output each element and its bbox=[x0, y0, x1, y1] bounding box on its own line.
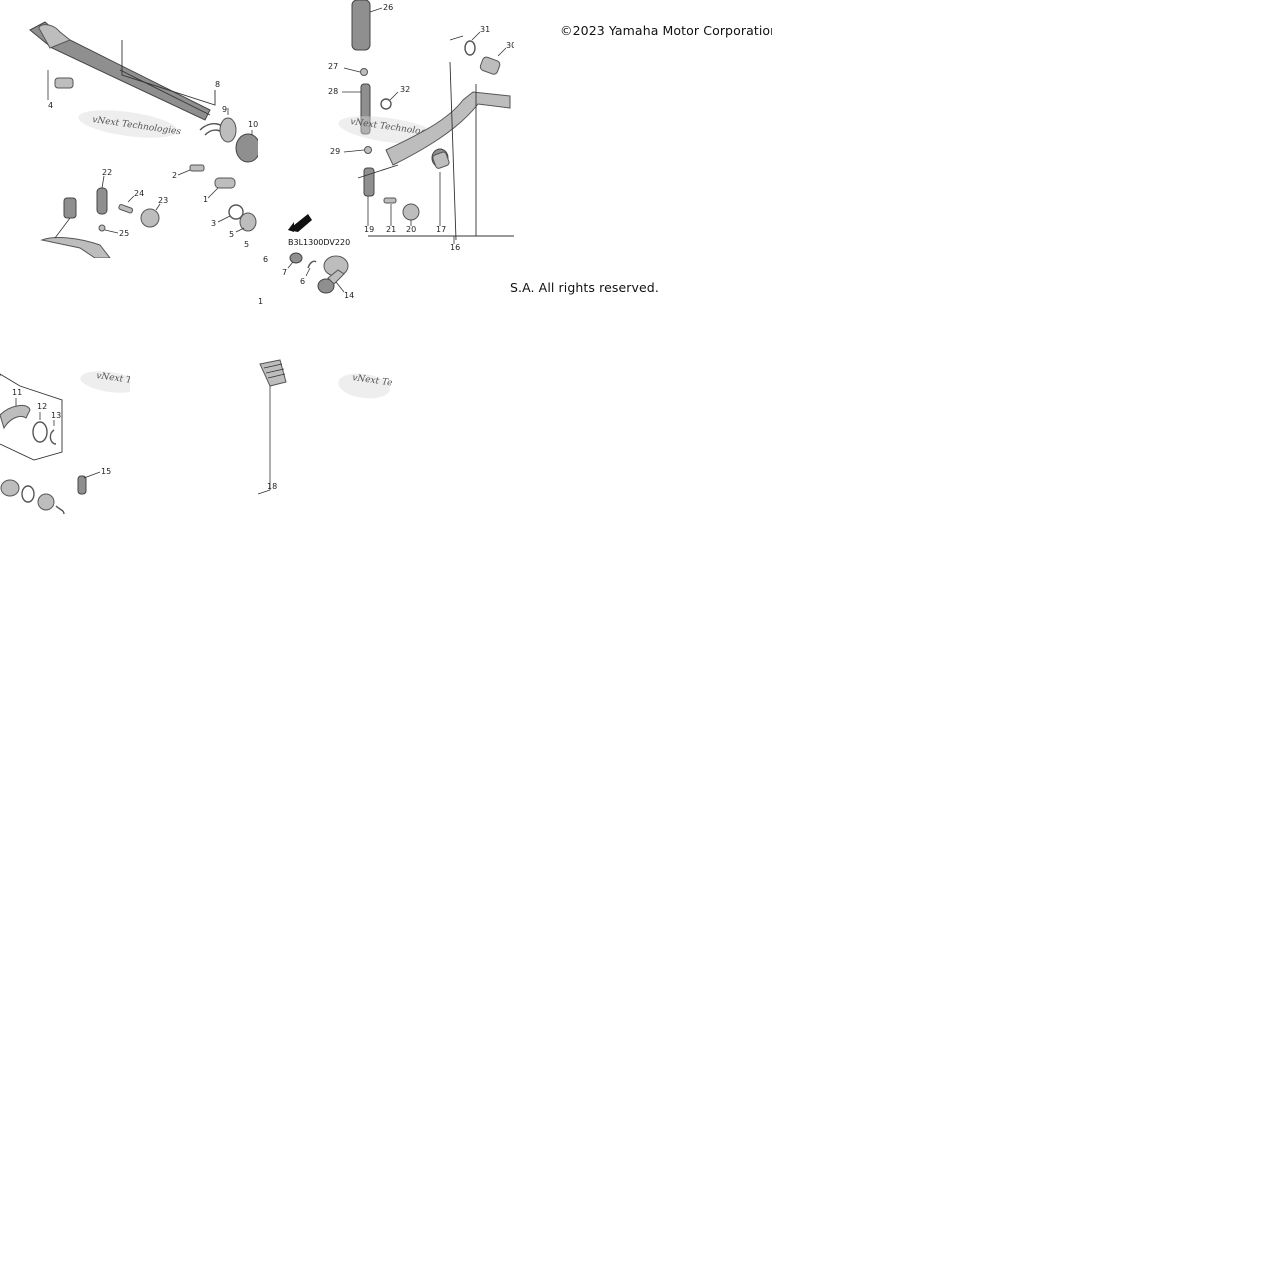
part-13-ring: 12 bbox=[32, 402, 48, 443]
exploded-view-bottom-left: vNext Te 11 12 13 15 bbox=[0, 371, 130, 514]
part-20-joint: 19 bbox=[363, 167, 375, 234]
part-11-collar: 10 bbox=[235, 120, 258, 163]
shift-shaft bbox=[29, 21, 211, 121]
part-33-oring: 32 bbox=[380, 85, 410, 110]
diagram-tile-bottom-right: vNext Te bbox=[336, 362, 392, 406]
part-label-12: 11 bbox=[12, 388, 22, 397]
part-label-5b: 5 bbox=[244, 240, 249, 249]
part-21-cap: 20 bbox=[402, 203, 420, 234]
part-label-25: 24 bbox=[134, 189, 144, 198]
part-label-3: 3 bbox=[211, 219, 216, 228]
part-16-bolt: 15 bbox=[77, 467, 111, 495]
part-label-5a: 5 bbox=[229, 230, 234, 239]
part-22-bolt: 21 bbox=[383, 197, 397, 234]
part-label-14: 13 bbox=[51, 411, 61, 420]
bracket-9 bbox=[121, 40, 216, 106]
part-label-28: 27 bbox=[328, 62, 338, 71]
exploded-view-middle: 6 7 6 14 1 bbox=[258, 252, 354, 306]
part-2-bolt: 2 bbox=[172, 164, 205, 180]
part-label-26: 25 bbox=[119, 229, 129, 238]
fwd-arrow-icon bbox=[288, 214, 312, 232]
part-label-19: 18 bbox=[267, 482, 277, 491]
part-label-24: 23 bbox=[158, 196, 168, 205]
part-1-pin: 1 bbox=[203, 177, 236, 204]
part-18-collar: 17 bbox=[432, 151, 450, 234]
part-label-8: 7 bbox=[282, 268, 287, 277]
part-4-bolt: 4 bbox=[47, 70, 74, 110]
diagram-tile-bottom-middle: 18 bbox=[256, 356, 292, 496]
part-label-7: 6 bbox=[300, 277, 305, 286]
exploded-view-top-left: vNext Technologies 4 8 bbox=[29, 21, 258, 258]
lower-collars bbox=[0, 479, 65, 514]
bracket-left bbox=[0, 373, 63, 461]
part-label-15: 14 bbox=[344, 291, 354, 300]
copyright-top: ©2023 Yamaha Motor Corporation, U.S bbox=[560, 23, 772, 38]
exploded-view-top-right: 26 27 28 32 vNext Tec bbox=[288, 0, 514, 252]
part-25-bolt: 24 bbox=[118, 189, 144, 214]
part-12-fork: 11 bbox=[0, 388, 31, 430]
part-label-31: 30 bbox=[506, 41, 514, 50]
part-label-9: 8 bbox=[215, 80, 220, 89]
part-23-pivot: 22 bbox=[96, 168, 112, 215]
diagram-tile-top-left: vNext Technologies 4 8 bbox=[0, 0, 258, 258]
part-label-33: 32 bbox=[400, 85, 410, 94]
part-32-oring: 31 bbox=[464, 25, 490, 56]
part-10-spring: 9 bbox=[199, 105, 237, 143]
shift-pedal bbox=[40, 197, 111, 258]
part-label-4: 4 bbox=[48, 101, 53, 110]
bracket-top bbox=[449, 35, 464, 41]
part-label-21: 20 bbox=[406, 225, 416, 234]
part-label-17: 16 bbox=[450, 243, 460, 252]
part-label-23: 22 bbox=[102, 168, 112, 177]
part-label-10: 9 bbox=[222, 105, 227, 114]
part-label-30: 29 bbox=[330, 147, 340, 156]
bracket-17-left bbox=[449, 61, 457, 241]
part-label-11: 10 bbox=[248, 120, 258, 129]
drawing-code: B3L1300DV220 bbox=[288, 238, 350, 247]
part-label-1-partial: 1 bbox=[258, 297, 263, 306]
part-29-link: 28 bbox=[328, 83, 371, 135]
part-15-arm: 14 bbox=[317, 255, 354, 300]
part-label-6: 6 bbox=[263, 255, 268, 264]
watermark: vNext Te bbox=[80, 371, 130, 393]
part-14-clip: 13 bbox=[49, 411, 61, 445]
diagram-tile-bottom-left: vNext Te 11 12 13 15 bbox=[0, 360, 130, 514]
copyright-bottom: S.A. All rights reserved. bbox=[510, 280, 659, 295]
watermark: vNext Technologies bbox=[78, 110, 182, 138]
watermark-fragment: vNext Te bbox=[338, 373, 392, 399]
part-19-boot: 18 bbox=[257, 359, 287, 495]
part-26-nut: 25 bbox=[98, 224, 129, 238]
part-label-18: 17 bbox=[436, 225, 446, 234]
part-label-1: 1 bbox=[203, 195, 208, 204]
part-label-20: 19 bbox=[364, 225, 374, 234]
part-27-rod: 26 bbox=[351, 0, 393, 51]
diagram-tile-top-right: 26 27 28 32 vNext Tec bbox=[258, 0, 514, 258]
watermark: vNext Te bbox=[338, 373, 392, 399]
part-label-13: 12 bbox=[37, 402, 47, 411]
part-30-nut: 29 bbox=[330, 146, 372, 156]
diagram-tile-middle: 6 7 6 14 1 bbox=[258, 248, 358, 310]
part-3-washer: 3 bbox=[211, 204, 244, 228]
part-label-2: 2 bbox=[172, 171, 177, 180]
part-31-bolt: 30 bbox=[479, 41, 514, 75]
part-label-32: 31 bbox=[480, 25, 490, 34]
part-24-cap: 23 bbox=[140, 196, 168, 228]
part-label-29: 28 bbox=[328, 87, 338, 96]
part-28-nut: 27 bbox=[328, 62, 368, 76]
part-label-16: 15 bbox=[101, 467, 111, 476]
exploded-view-bottom-middle: 18 bbox=[257, 359, 287, 495]
part-5-collar: 5 5 bbox=[229, 212, 257, 249]
part-label-27: 26 bbox=[383, 3, 393, 12]
bracket-link bbox=[357, 164, 399, 179]
part-label-22: 21 bbox=[386, 225, 396, 234]
